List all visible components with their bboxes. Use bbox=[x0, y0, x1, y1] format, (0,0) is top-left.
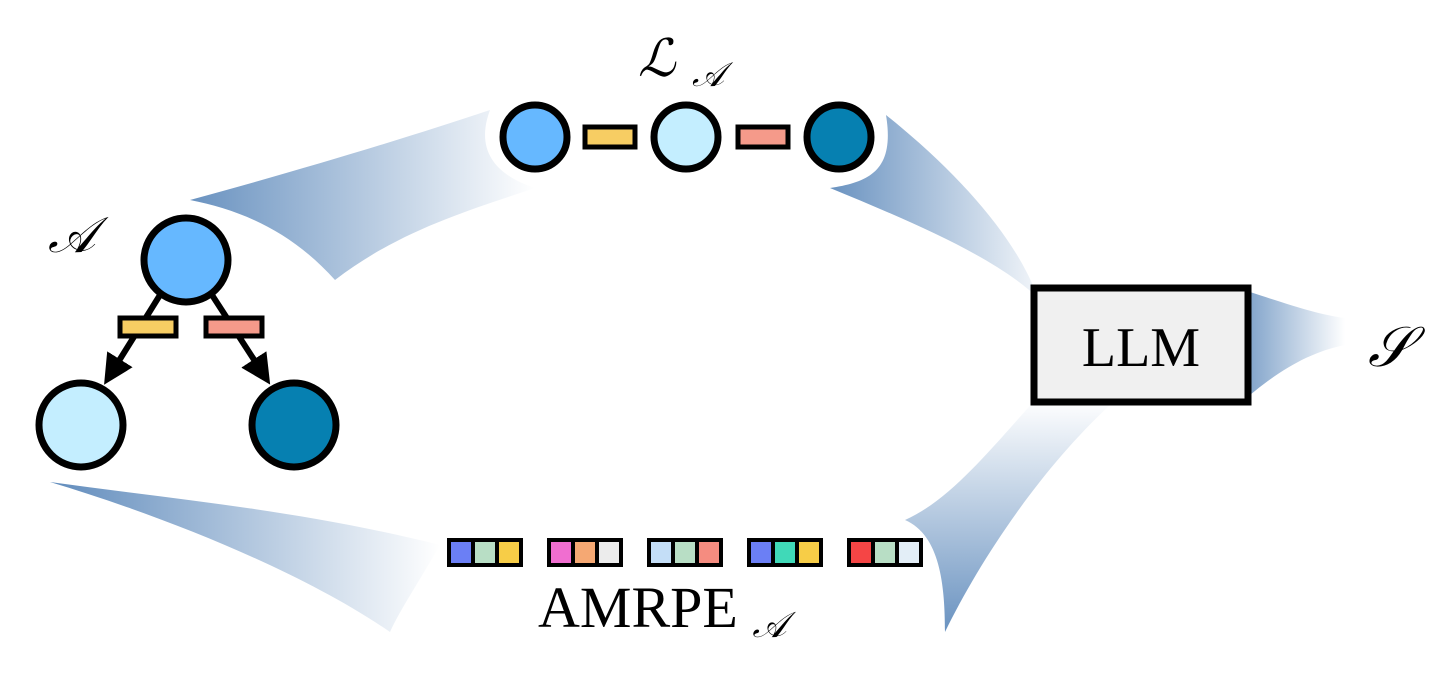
linearized-label-sub: 𝒜 bbox=[692, 55, 734, 95]
encoding-cell-2-1 bbox=[547, 538, 575, 567]
graph-node-right-child bbox=[248, 379, 340, 471]
graph-label: 𝒜 bbox=[48, 206, 109, 264]
flow-linearized-to-llm bbox=[830, 115, 1045, 330]
positional-encoding: AMRPE 𝒜 bbox=[447, 538, 923, 646]
encoding-cell-1-2 bbox=[471, 538, 499, 567]
graph-node-left-child bbox=[35, 379, 127, 471]
encoding-cell-2-3 bbox=[595, 538, 623, 567]
linearized-edge-2 bbox=[735, 124, 791, 150]
llm-box-frame bbox=[1030, 284, 1252, 406]
graph-edge-label-right bbox=[203, 315, 265, 339]
linearized-edge-1 bbox=[582, 124, 638, 150]
flow-ribbons bbox=[50, 110, 1345, 632]
encoding-cell-3-2 bbox=[671, 538, 699, 567]
encoding-cell-4-2 bbox=[771, 538, 799, 567]
encoding-cell-5-3 bbox=[895, 538, 923, 567]
encoding-cell-3-1 bbox=[647, 538, 675, 567]
encoding-cell-5-1 bbox=[847, 538, 875, 567]
encoding-cell-4-1 bbox=[747, 538, 775, 567]
linearized-node-3 bbox=[803, 101, 875, 173]
encoding-cell-5-2 bbox=[871, 538, 899, 567]
encoding-cell-2-2 bbox=[571, 538, 599, 567]
encoding-label-sub: 𝒜 bbox=[752, 605, 796, 646]
llm-label: LLM bbox=[1082, 317, 1200, 379]
encoding-label: AMRPE 𝒜 bbox=[538, 575, 796, 646]
linearized-label: ℒ 𝒜 bbox=[638, 29, 734, 95]
linearized-node-1 bbox=[499, 101, 571, 173]
llm-box: LLM bbox=[1030, 284, 1252, 406]
linearized-graph: ℒ 𝒜 bbox=[499, 29, 875, 173]
encoding-group-4 bbox=[747, 538, 823, 567]
amr-graph: 𝒜 bbox=[35, 206, 340, 471]
encoding-cell-1-1 bbox=[447, 538, 475, 567]
linearized-label-main: ℒ bbox=[638, 29, 677, 89]
linearized-node-2 bbox=[650, 101, 722, 173]
graph-node-root bbox=[140, 214, 232, 306]
graph-edge-label-left bbox=[117, 315, 179, 339]
encoding-cell-4-3 bbox=[795, 538, 823, 567]
flow-encoding-to-llm bbox=[905, 400, 1110, 632]
encoding-group-1 bbox=[447, 538, 523, 567]
encoding-label-main: AMRPE bbox=[538, 575, 738, 640]
positional-encoding-groups bbox=[447, 538, 923, 567]
flow-graph-to-linearized bbox=[190, 110, 535, 280]
flow-llm-to-output bbox=[1250, 292, 1345, 395]
output-label: 𝒮 bbox=[1368, 315, 1426, 380]
encoding-group-3 bbox=[647, 538, 723, 567]
encoding-group-5 bbox=[847, 538, 923, 567]
encoding-cell-1-3 bbox=[495, 538, 523, 567]
flow-graph-to-encoding bbox=[50, 482, 440, 632]
encoding-group-2 bbox=[547, 538, 623, 567]
encoding-cell-3-3 bbox=[695, 538, 723, 567]
